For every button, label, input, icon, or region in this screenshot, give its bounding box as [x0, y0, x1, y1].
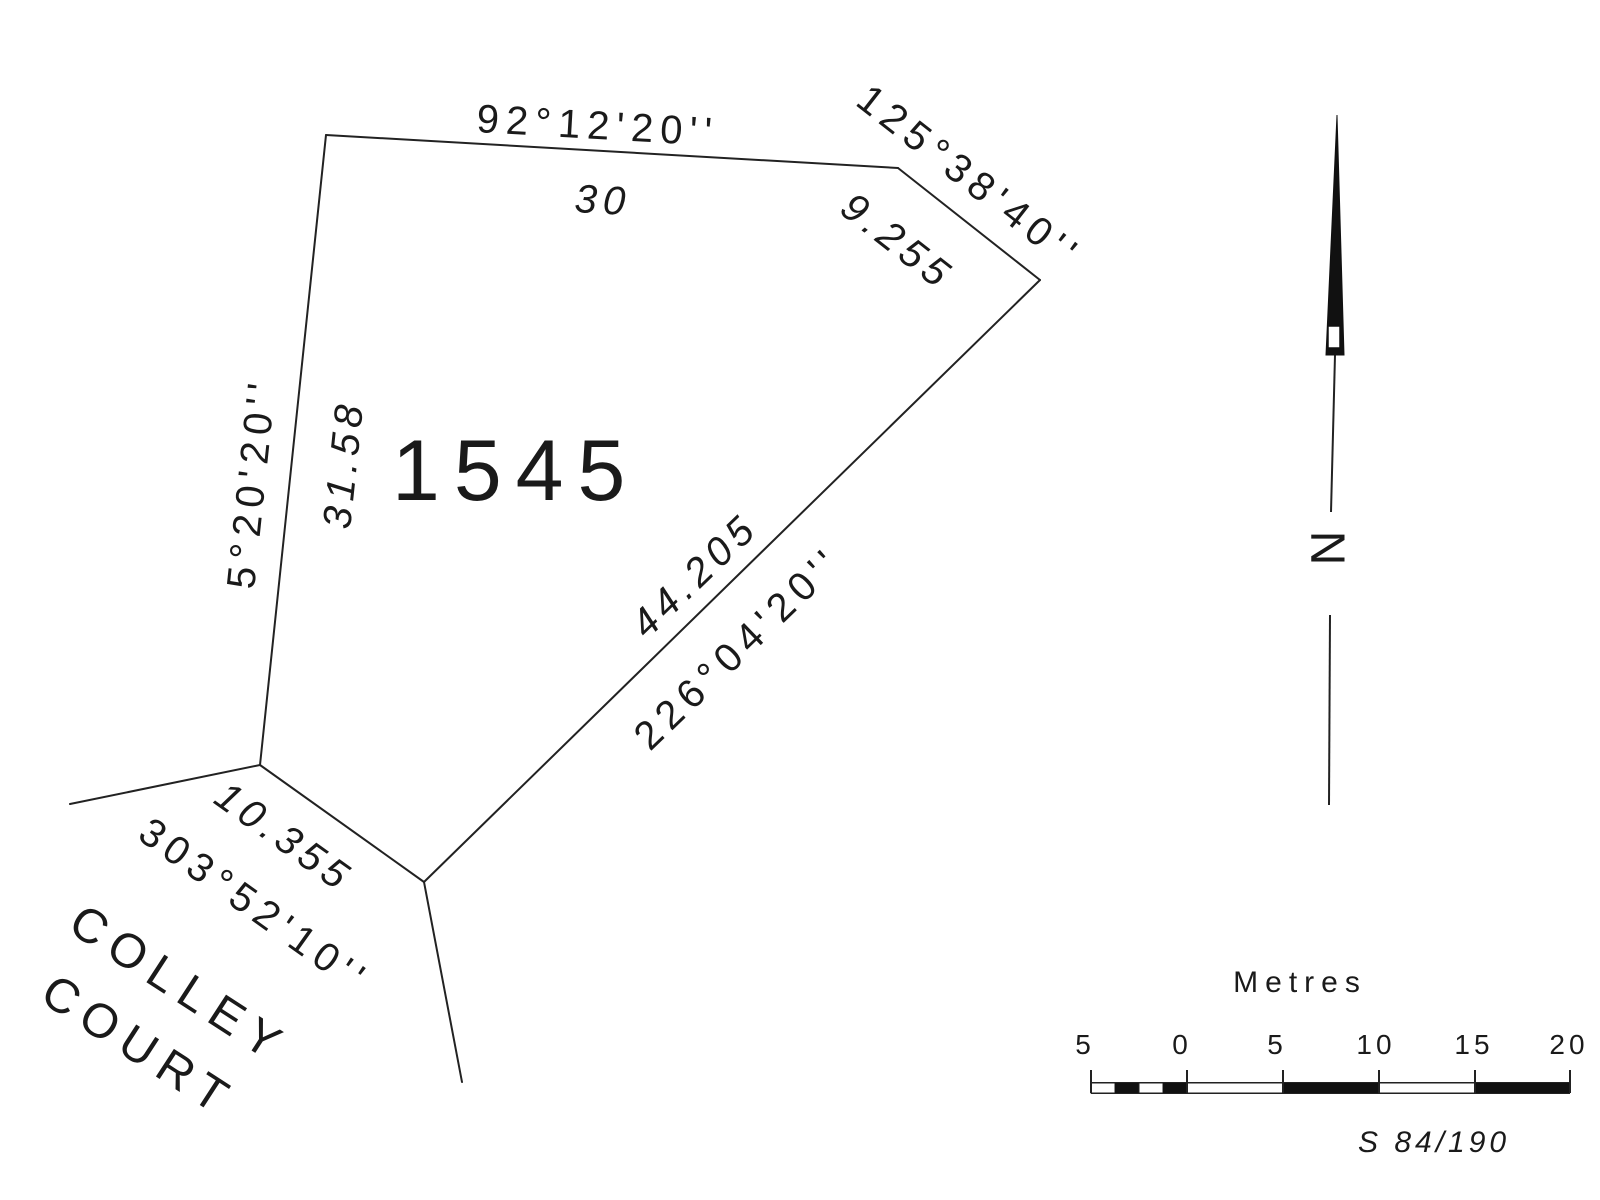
scale-tick-label-6: 20 [1549, 1029, 1588, 1060]
scale-units: Metres [1233, 966, 1367, 999]
plan-reference: S 84/190 [1358, 1126, 1510, 1159]
boundary-west [259, 134, 327, 766]
lot-number: 1545 [392, 423, 639, 519]
boundary-southeast [423, 279, 1041, 883]
scale-tick-label-2: 0 [1172, 1029, 1192, 1060]
scale-bar-segment-sub-2 [1115, 1083, 1139, 1093]
distance-northeast: 9.255 [832, 184, 962, 299]
scale-bar-segment-2 [1283, 1083, 1379, 1093]
north-arrow: N [1303, 114, 1356, 806]
road-line-south [423, 881, 463, 1083]
road-line-west [69, 764, 261, 805]
scale-bar-segment-sub-3 [1138, 1082, 1164, 1094]
scale-bar-segment-4 [1475, 1083, 1570, 1093]
scale-bar-segment-sub-1 [1090, 1082, 1116, 1094]
boundary-northeast [897, 167, 1041, 281]
bearing-west: 5°20'20'' [219, 374, 285, 591]
north-arrow-head-icon [1325, 114, 1345, 356]
boundary-north [325, 134, 899, 169]
boundary-southwest [259, 764, 425, 883]
scale-tick-label-5: 15 [1454, 1029, 1493, 1060]
scale-bar-segment-3 [1378, 1082, 1476, 1094]
scale-tick-label-1: 5 [1075, 1029, 1095, 1060]
distance-north: 30 [573, 177, 632, 224]
bearing-southeast: 226°04'20'' [626, 538, 852, 758]
distance-west: 31.58 [315, 397, 372, 531]
north-arrow-shaft-upper [1330, 354, 1336, 513]
north-arrow-shaft-lower [1328, 614, 1331, 806]
scale-bar: Metres 5 0 5 10 15 20 [1075, 966, 1588, 1094]
scale-bar-segment-1 [1186, 1082, 1284, 1094]
north-arrow-notch-icon [1327, 325, 1341, 349]
north-letter: N [1303, 531, 1356, 566]
scale-bar-segment-sub-4 [1163, 1083, 1187, 1093]
scale-tick-label-4: 10 [1356, 1029, 1395, 1060]
scale-tick-label-3: 5 [1267, 1029, 1287, 1060]
